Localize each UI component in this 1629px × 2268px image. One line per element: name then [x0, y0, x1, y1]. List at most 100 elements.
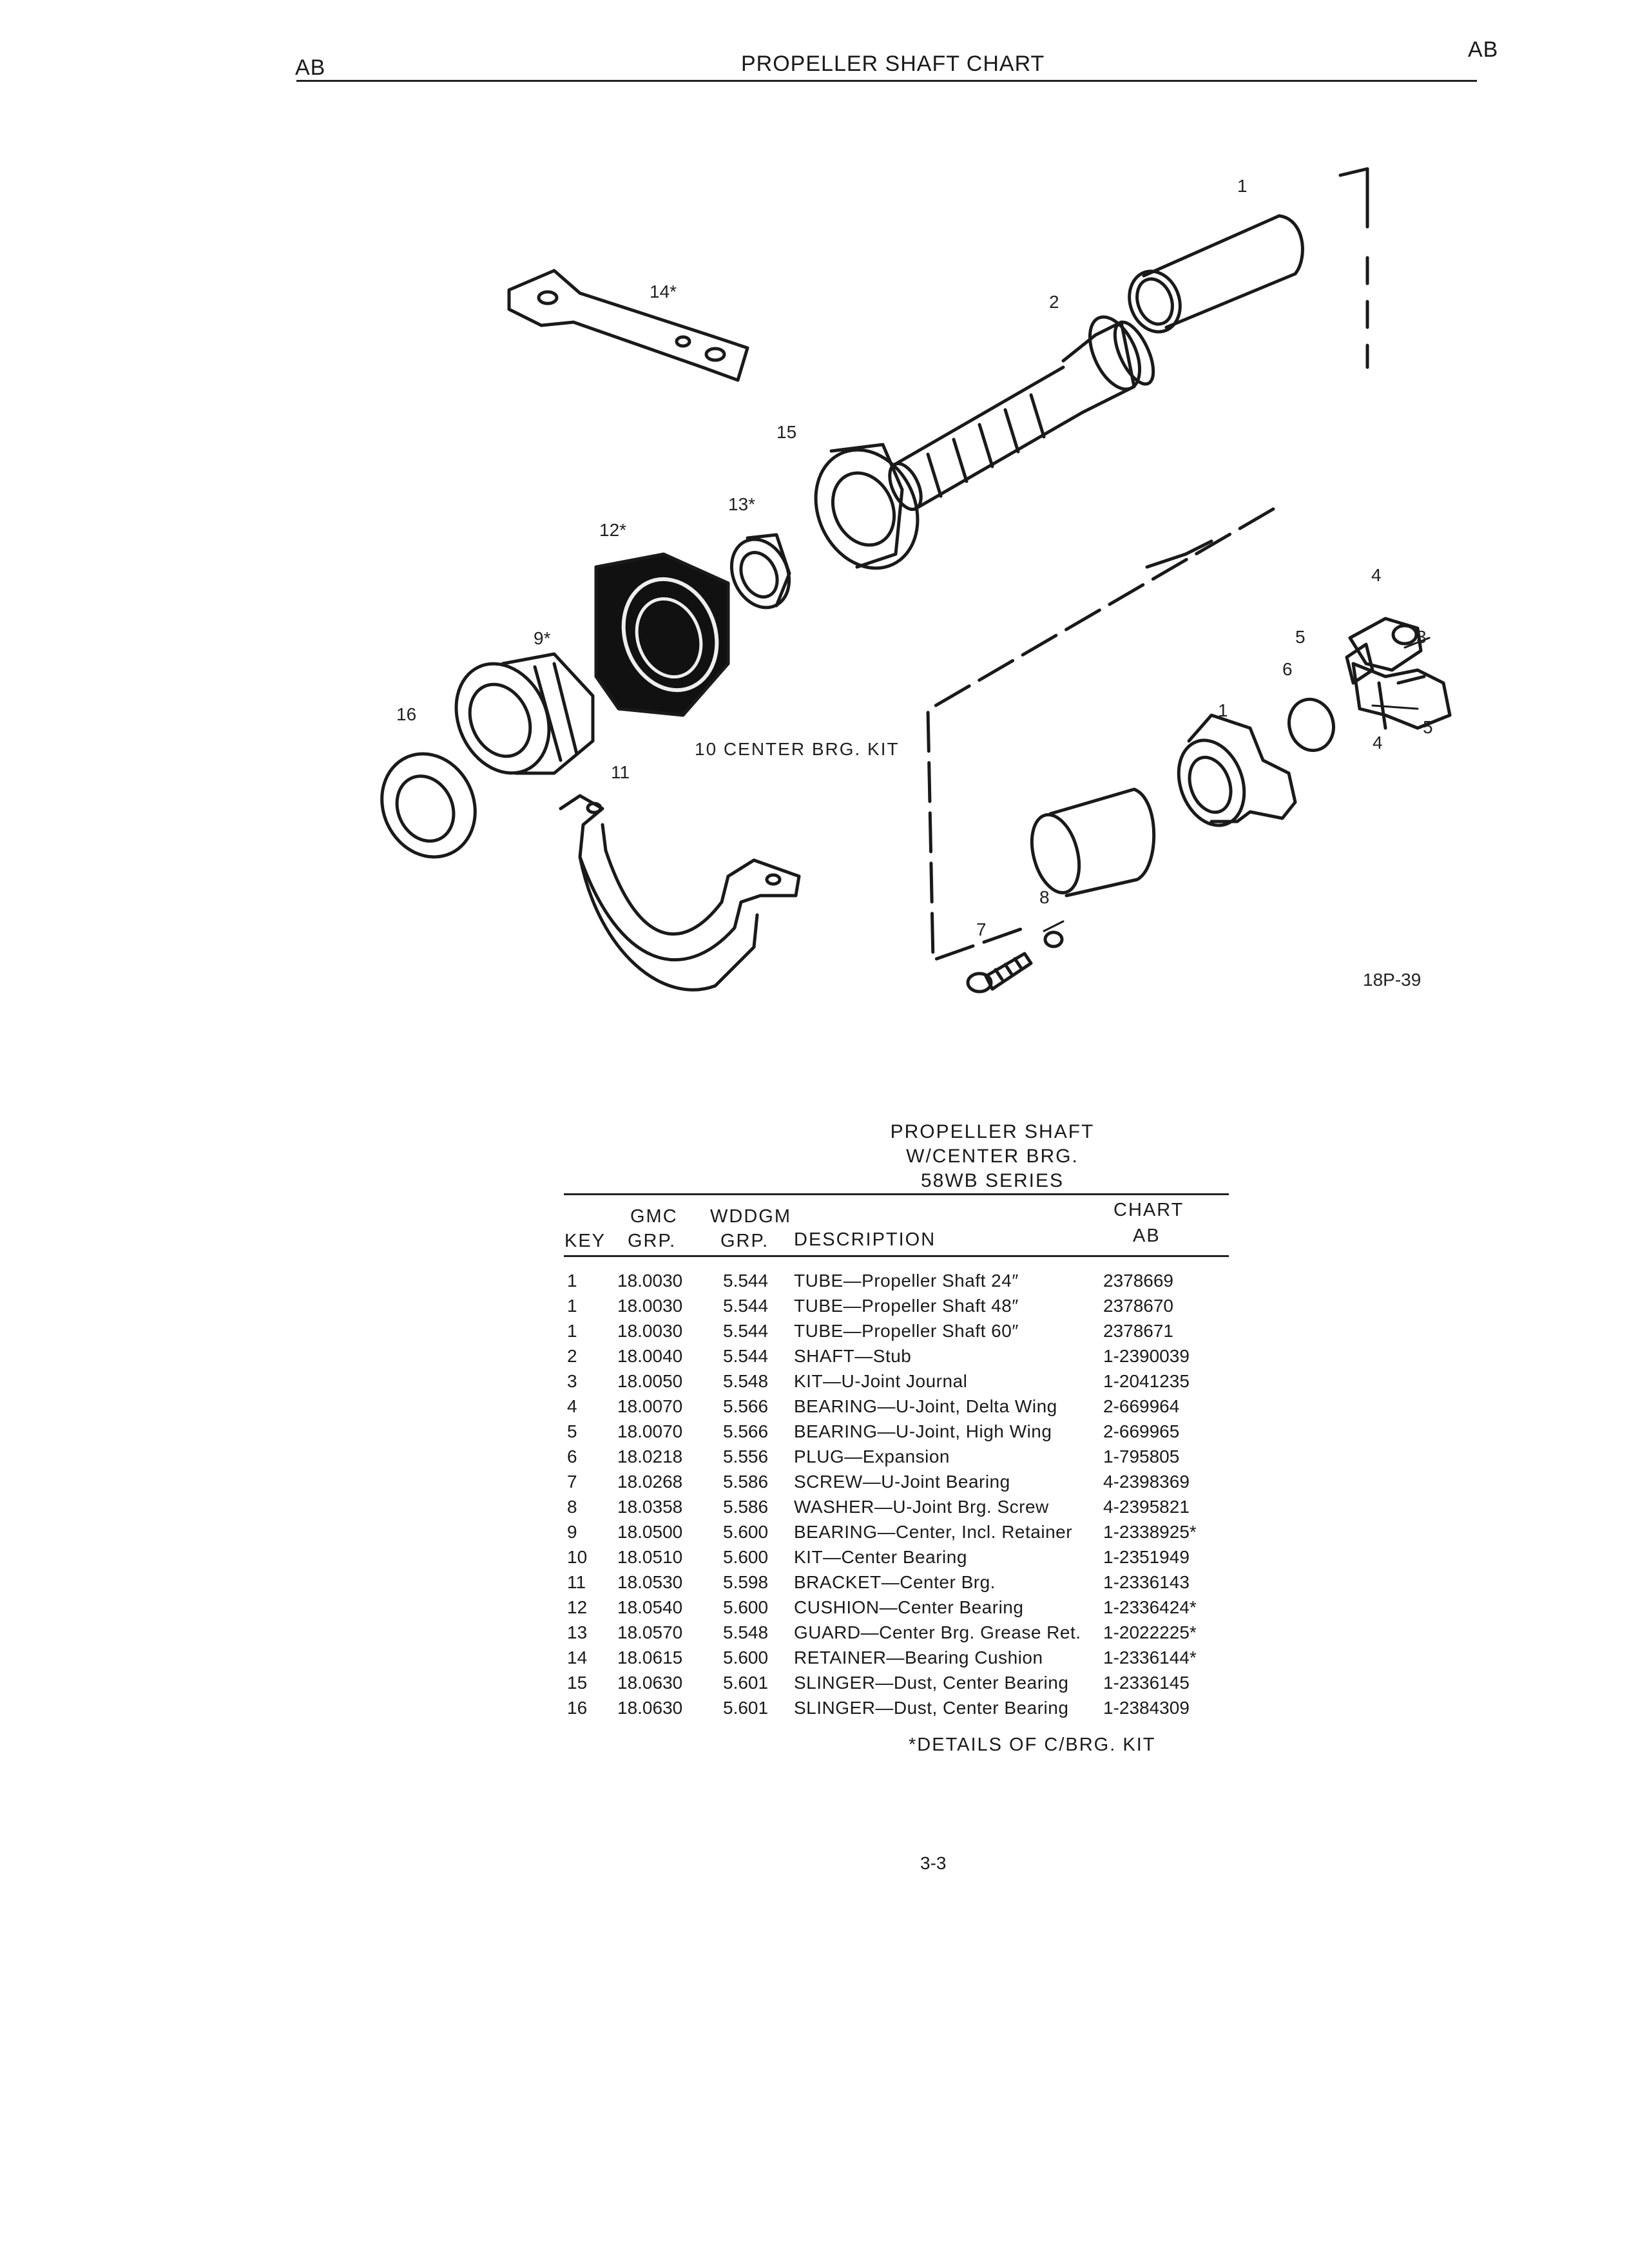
- table-row: 3 18.0050 5.548 KIT—U-Joint Journal 1-20…: [0, 1371, 1629, 1396]
- row-wddgm-group: 5.600: [723, 1597, 769, 1617]
- row-gmc-group: 18.0030: [617, 1296, 683, 1316]
- row-part-number: 1-795805: [1103, 1446, 1180, 1466]
- table-row: 16 18.0630 5.601 SLINGER—Dust, Center Be…: [0, 1698, 1629, 1723]
- row-gmc-group: 18.0040: [617, 1346, 683, 1366]
- table-row: 5 18.0070 5.566 BEARING—U-Joint, High Wi…: [0, 1421, 1629, 1446]
- callout-12: 12*: [599, 520, 626, 540]
- table-row: 7 18.0268 5.586 SCREW—U-Joint Bearing 4-…: [0, 1472, 1629, 1497]
- row-wddgm-group: 5.566: [723, 1396, 769, 1416]
- table-title-line-1: PROPELLER SHAFT: [890, 1121, 1095, 1142]
- table-row: 12 18.0540 5.600 CUSHION—Center Bearing …: [0, 1597, 1629, 1622]
- table-footnote: *DETAILS OF C/BRG. KIT: [909, 1735, 1156, 1755]
- row-key: 3: [567, 1371, 577, 1391]
- row-part-number: 2378669: [1103, 1271, 1174, 1291]
- row-gmc-group: 18.0030: [617, 1321, 683, 1341]
- row-key: 13: [567, 1622, 588, 1642]
- row-wddgm-group: 5.566: [723, 1421, 769, 1441]
- row-description: SLINGER—Dust, Center Bearing: [794, 1673, 1069, 1693]
- table-row: 2 18.0040 5.544 SHAFT—Stub 1-2390039: [0, 1346, 1629, 1371]
- part-guard-13: [729, 533, 791, 610]
- row-gmc-group: 18.0510: [617, 1547, 683, 1567]
- table-row: 14 18.0615 5.600 RETAINER—Bearing Cushio…: [0, 1648, 1629, 1673]
- table-row: 11 18.0530 5.598 BRACKET—Center Brg. 1-2…: [0, 1572, 1629, 1597]
- row-key: 8: [567, 1497, 577, 1517]
- row-description: BEARING—Center, Incl. Retainer: [794, 1522, 1073, 1542]
- row-gmc-group: 18.0570: [617, 1622, 683, 1642]
- row-part-number: 1-2390039: [1103, 1346, 1190, 1366]
- part-tube-lower: [1030, 787, 1156, 898]
- row-wddgm-group: 5.586: [723, 1497, 769, 1517]
- row-wddgm-group: 5.586: [723, 1472, 769, 1492]
- row-wddgm-group: 5.548: [723, 1622, 769, 1642]
- row-part-number: 1-2336144*: [1103, 1648, 1197, 1667]
- row-part-number: 1-2022225*: [1103, 1622, 1197, 1642]
- part-washer-8: [1043, 930, 1064, 948]
- row-wddgm-group: 5.544: [723, 1346, 769, 1366]
- row-wddgm-group: 5.544: [723, 1271, 769, 1291]
- row-description: BRACKET—Center Brg.: [794, 1572, 996, 1592]
- exploded-parts-diagram: 1 2 14* 15 13* 12* 9* 16 11 10 CENTER BR…: [380, 167, 1452, 994]
- exploded-view-box: [926, 167, 1369, 962]
- row-wddgm-group: 5.601: [723, 1673, 769, 1693]
- row-gmc-group: 18.0615: [617, 1648, 683, 1667]
- row-key: 15: [567, 1673, 588, 1693]
- row-gmc-group: 18.0030: [617, 1271, 683, 1291]
- row-gmc-group: 18.0500: [617, 1522, 683, 1542]
- header-wddgm-top: WDDGM: [710, 1206, 791, 1227]
- row-part-number: 1-2041235: [1103, 1371, 1190, 1391]
- row-description: TUBE—Propeller Shaft 48″: [794, 1296, 1019, 1316]
- callout-3: 3: [1416, 627, 1427, 647]
- row-description: SLINGER—Dust, Center Bearing: [794, 1698, 1069, 1718]
- callout-13: 13*: [728, 494, 755, 514]
- table-row: 1 18.0030 5.544 TUBE—Propeller Shaft 24″…: [0, 1271, 1629, 1296]
- row-description: KIT—Center Bearing: [794, 1547, 967, 1567]
- header-key: KEY: [564, 1231, 606, 1251]
- row-description: BEARING—U-Joint, High Wing: [794, 1421, 1052, 1441]
- row-gmc-group: 18.0070: [617, 1396, 683, 1416]
- row-key: 1: [567, 1321, 577, 1341]
- callout-8: 8: [1039, 887, 1050, 907]
- table-row: 6 18.0218 5.556 PLUG—Expansion 1-795805: [0, 1446, 1629, 1472]
- row-part-number: 2378670: [1103, 1296, 1174, 1316]
- row-part-number: 2-669964: [1103, 1396, 1180, 1416]
- part-stub-shaft: [888, 315, 1155, 511]
- part-retainer-14: [507, 269, 749, 382]
- row-gmc-group: 18.0070: [617, 1421, 683, 1441]
- center-bearing-kit-label: 10 CENTER BRG. KIT: [695, 739, 900, 759]
- row-gmc-group: 18.0540: [617, 1597, 683, 1617]
- row-description: TUBE—Propeller Shaft 24″: [794, 1271, 1019, 1291]
- row-key: 4: [567, 1396, 577, 1416]
- callout-7: 7: [976, 919, 987, 939]
- table-row: 10 18.0510 5.600 KIT—Center Bearing 1-23…: [0, 1547, 1629, 1572]
- row-description: RETAINER—Bearing Cushion: [794, 1648, 1043, 1667]
- table-row: 1 18.0030 5.544 TUBE—Propeller Shaft 48″…: [0, 1296, 1629, 1321]
- row-part-number: 4-2395821: [1103, 1497, 1190, 1517]
- table-row: 13 18.0570 5.548 GUARD—Center Brg. Greas…: [0, 1622, 1629, 1648]
- row-key: 1: [567, 1296, 577, 1316]
- row-part-number: 2-669965: [1103, 1421, 1180, 1441]
- row-wddgm-group: 5.548: [723, 1371, 769, 1391]
- table-header-rule: [564, 1255, 1229, 1257]
- row-description: BEARING—U-Joint, Delta Wing: [794, 1396, 1057, 1416]
- row-description: CUSHION—Center Bearing: [794, 1597, 1024, 1617]
- row-wddgm-group: 5.600: [723, 1648, 769, 1667]
- header-chart-bottom: AB: [1133, 1225, 1161, 1246]
- callout-14: 14*: [650, 282, 677, 302]
- part-cushion-12: [594, 552, 730, 717]
- row-description: KIT—U-Joint Journal: [794, 1371, 968, 1391]
- row-wddgm-group: 5.600: [723, 1522, 769, 1542]
- row-gmc-group: 18.0218: [617, 1446, 683, 1466]
- part-bracket-11: [559, 794, 801, 992]
- row-gmc-group: 18.0358: [617, 1497, 683, 1517]
- row-key: 7: [567, 1472, 577, 1492]
- part-bearing-9: [454, 652, 595, 775]
- page-number: 3-3: [920, 1853, 947, 1873]
- row-wddgm-group: 5.556: [723, 1446, 769, 1466]
- table-row: 1 18.0030 5.544 TUBE—Propeller Shaft 60″…: [0, 1321, 1629, 1346]
- row-wddgm-group: 5.544: [723, 1296, 769, 1316]
- table-title-line-2: W/CENTER BRG.: [906, 1146, 1079, 1167]
- figure-code: 18P-39: [1363, 970, 1421, 990]
- leader-lines: [1043, 637, 1431, 932]
- header-chart-top: CHART: [1113, 1200, 1184, 1220]
- callout-4-top: 4: [1371, 565, 1382, 585]
